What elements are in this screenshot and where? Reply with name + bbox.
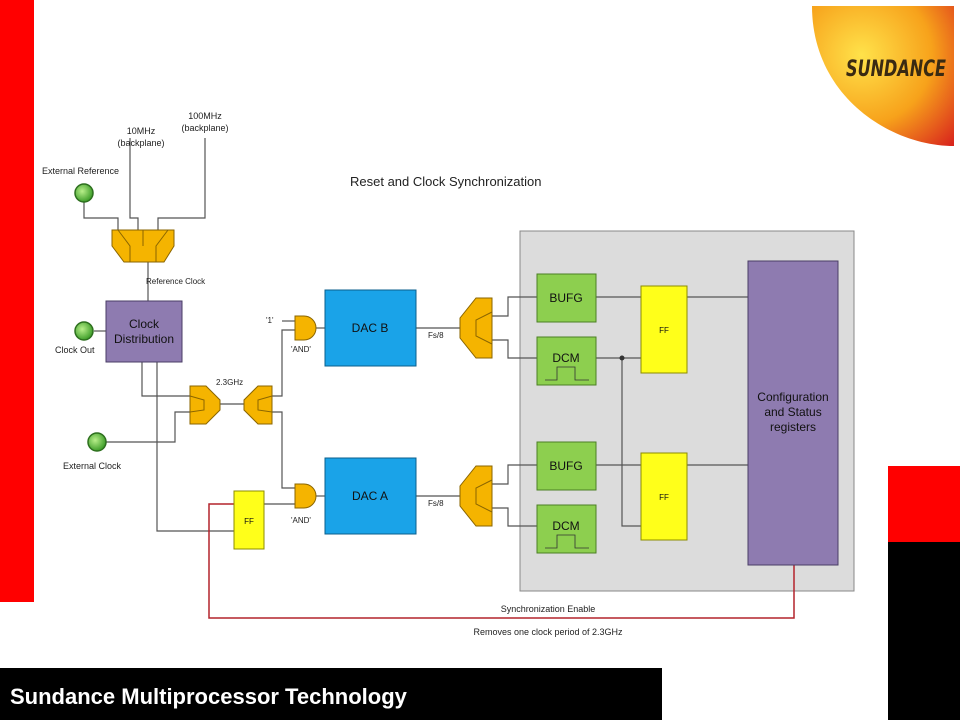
and-gate-bottom	[294, 483, 317, 509]
ff-bottom-block	[640, 452, 688, 541]
wire-junction	[619, 355, 625, 361]
external-reference-port	[74, 183, 94, 203]
sync-enable-label: Synchronization Enable	[501, 604, 596, 614]
and-gate-top	[294, 315, 317, 341]
dac-a-label: DAC A	[352, 489, 388, 503]
dcm-bottom-waveform-icon	[545, 534, 589, 549]
bufg-bottom-block	[536, 441, 597, 491]
dcm-top-waveform-icon	[545, 366, 589, 381]
clock-out-label: Clock Out	[55, 345, 95, 355]
ghz-mux-right	[243, 385, 273, 425]
ghz-label: 2.3GHz	[216, 378, 243, 387]
right-black-block	[888, 542, 960, 720]
ff-top-label: FF	[659, 326, 669, 335]
bufg-bottom-label: BUFG	[549, 459, 582, 473]
fs8-top-label: Fs/8	[428, 331, 444, 340]
ff-left-block	[233, 490, 265, 550]
ff-bottom-label: FF	[659, 493, 669, 502]
wires	[83, 138, 748, 532]
left-red-bar	[0, 0, 34, 602]
ff-left-label: FF	[244, 517, 254, 526]
diagram-title: Reset and Clock Synchronization	[350, 174, 542, 189]
clock-out-port	[74, 321, 94, 341]
footer-text: Sundance Multiprocessor Technology	[10, 684, 408, 709]
dcm-bottom-block	[536, 504, 597, 554]
dac-b-label: DAC B	[352, 321, 389, 335]
config-line-1: Configuration	[757, 390, 828, 404]
dcm-top-block	[536, 336, 597, 386]
logo-text: SUNDANCE	[846, 57, 946, 82]
clock-distribution-line-2: Distribution	[114, 332, 174, 346]
dac-b-block	[324, 289, 417, 367]
config-line-2: and Status	[764, 405, 821, 419]
config-line-3: registers	[770, 420, 816, 434]
bufg-top-label: BUFG	[549, 291, 582, 305]
reference-clock-label: Reference Clock	[146, 277, 206, 286]
config-registers-block	[747, 260, 839, 566]
dcm-bottom-label: DCM	[552, 519, 579, 533]
label-100mhz-line-2: (backplane)	[181, 123, 228, 133]
dac-a-block	[324, 457, 417, 535]
sundance-logo: SUNDANCE	[812, 6, 954, 146]
footer-bar	[0, 668, 662, 720]
external-clock-label: External Clock	[63, 461, 122, 471]
right-red-block	[888, 466, 960, 542]
one-label: '1'	[266, 316, 274, 325]
bufg-top-block	[536, 273, 597, 323]
label-10mhz-line-1: 10MHz	[127, 126, 156, 136]
fs8-bottom-label: Fs/8	[428, 499, 444, 508]
sync-enable-wire	[208, 503, 795, 619]
and-bottom-label: 'AND'	[291, 516, 311, 525]
label-100mhz-line-1: 100MHz	[188, 111, 222, 121]
reference-clock-mux	[111, 229, 175, 263]
label-10mhz-line-2: (backplane)	[117, 138, 164, 148]
dcm-top-label: DCM	[552, 351, 579, 365]
external-clock-port	[87, 432, 107, 452]
splitter-bottom	[459, 465, 493, 527]
removes-clock-label: Removes one clock period of 2.3GHz	[473, 627, 623, 637]
clock-distribution-block	[105, 300, 183, 363]
and-top-label: 'AND'	[291, 345, 311, 354]
splitter-top	[459, 297, 493, 359]
ghz-mux-left	[189, 385, 221, 425]
external-reference-label: External Reference	[42, 166, 119, 176]
ff-top-block	[640, 285, 688, 374]
clock-distribution-line-1: Clock	[129, 317, 160, 331]
